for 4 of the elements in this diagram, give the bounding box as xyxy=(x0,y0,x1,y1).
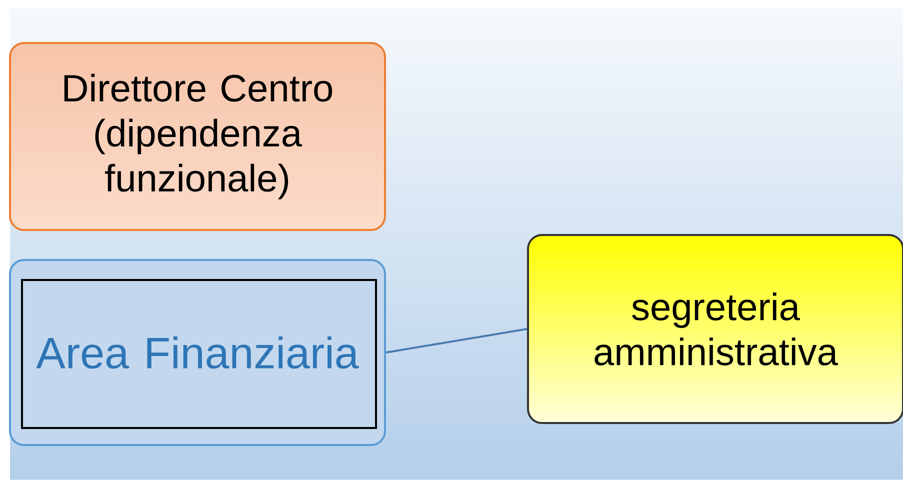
connector-line xyxy=(386,328,528,354)
framed-box: Area Finanziaria xyxy=(9,259,386,446)
rounded-box: segreteria amministrativa xyxy=(527,234,903,424)
rounded-box: Direttore Centro (dipendenza funzionale) xyxy=(9,42,386,231)
